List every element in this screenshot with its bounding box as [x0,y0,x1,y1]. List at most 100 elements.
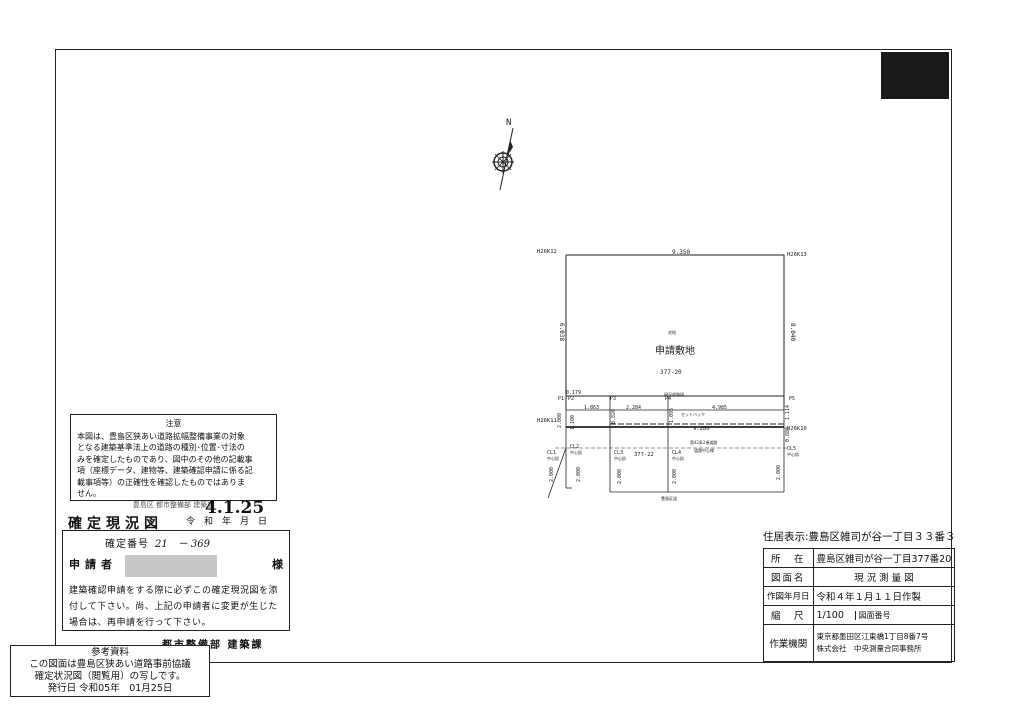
info-row-org: 作業機関 東京都墨田区江東橋1丁目8番7号 株式会社 中央測量合同事務所 [763,624,956,662]
drawing-frame [55,49,952,663]
site-label: 申請敷地 [655,344,695,357]
site-lot: 377-20 [660,369,682,376]
address-value: 豊島区雑司が谷一丁目３３番３ [808,531,956,543]
org-cell: 東京都墨田区江東橋1丁目8番7号 株式会社 中央測量合同事務所 [812,624,956,662]
road-label-mid: 第42条2項道路 [690,439,717,445]
cl-1: CL1 [547,450,556,456]
dim-top-width: 9.350 [672,249,690,256]
dim-seg-2: 2.284 [626,405,641,411]
dim-v-4: 1.114 [785,405,791,420]
dim-v-5: 0.880 [785,427,791,442]
corner-stamp [881,52,949,99]
date-year: 年 [222,517,241,527]
date-value: 令和４年１月１１日作製 [812,586,956,606]
org-name: 株式会社 中央測量合同事務所 [816,644,922,653]
date-day: 日 [258,517,277,527]
reference-issue-date: 発行日 令和05年 01月25日 [47,683,173,694]
reference-line1: この図面は豊島区狭あい道路事前協議 [29,659,191,670]
north-label: N [506,118,511,128]
dim-lower-0: 2.000 [549,467,555,482]
dim-mid-width: 9.280 [693,426,710,432]
address-label: 住居表示: [763,531,809,543]
date-prefix: 令和 [186,517,223,527]
scale-cell: 1/100 図面番号 [812,605,956,625]
scale-value: 1/100 [816,609,844,621]
drawing-no-label: 図面番号 [854,610,891,620]
notice-line: 項（座標データ、建物等、建築確認申請に係る記 [77,466,253,475]
setback-label: セットバック [681,411,705,417]
info-row-scale: 縮 尺 1/100 図面番号 [763,605,956,625]
org-label: 作業機関 [763,624,814,662]
cl-4: CL4 [672,450,681,456]
date-month: 月 [240,517,259,527]
kakutei-instructions: 建築確認申請をする際に必ずこの確定現況図を添付して下さい。尚、上記の申請者に変更… [69,586,279,628]
drawing-name-label: 図面名 [763,567,814,587]
dim-lower-1: 2.000 [576,467,582,482]
reference-line2: 確定状況図（閲覧用）の写しです。 [34,671,186,682]
org-address: 東京都墨田区江東橋1丁目8番7号 [816,632,929,641]
location-label: 所 在 [763,548,814,568]
dim-v-1: 1.100 [570,415,576,430]
notice-title: 注意 [165,419,182,428]
redacted-applicant-name [125,555,217,577]
point-p2: P2 [568,396,574,402]
notice-line: 載事項等）の正確性を確認したものではありま [77,477,245,487]
department-signature: 都市整備部 建築課 [162,640,264,651]
point-p5: P5 [789,396,795,402]
applicant-label: 申請者 [69,558,117,571]
mark-tl: H26K12 [537,249,557,255]
dim-lower-3: 2.000 [672,469,678,484]
applicant-suffix: 様 [272,558,283,571]
cl-1-note: 中心鋲 [547,455,559,461]
cl-3: CL3 [614,450,623,456]
point-p3: P3 [610,396,616,402]
road-label-bot: 豊島区道 [661,495,677,501]
dim-seg-3: 4.985 [712,405,727,411]
location-value: 豊島区雑司が谷一丁目377番20 [812,548,956,568]
point-p1: P1 [558,396,564,402]
notice-line: みを確定したものであり、図中のその他の記載事 [77,454,253,464]
cl-5: CL5 [787,446,796,452]
cl-3-note: 中心鋲 [614,455,626,461]
reference-title: 参考資料 [90,647,129,658]
kakutei-date-handwritten: 4.1.25 [205,498,265,518]
reference-box: 参考資料 この図面は豊島区狭あい道路事前協議 確定状況図（閲覧用）の写しです。 … [10,645,210,697]
number-label: 確定番号 [105,539,149,550]
compass-icon: N [492,118,514,191]
drawing-name-value: 現 況 測 量 図 [812,567,956,587]
kakutei-date-row: 令和年月日 [186,514,276,527]
dim-lower-2: 2.000 [617,469,623,484]
dim-v-3: 1.095 [669,408,675,423]
cl-2: CL2 [570,444,579,450]
dim-seg-0: 0.179 [566,390,581,396]
road-lines [547,396,790,499]
road-label-top: 現況道路境 [664,391,684,397]
dim-v-2: 0.820 [611,409,617,424]
notice-box: 注意 本図は、豊島区狭あい道路拡幅整備事業の対象 となる建築基準法上の道路の種別… [70,414,277,509]
mark-ml: H26K11 [537,418,557,424]
notice-line: せん。 [77,489,101,498]
notice-line: となる建築基準法上の道路の種別･位置･寸法の [77,443,245,452]
date-label: 作図年月日 [763,586,814,606]
notice-signature: 豊島区 都市整備部 建築課 [132,500,215,509]
kakutei-box: 確定番号 21 － 369 申請者 様 建築確認申請をする際に必ずこの確定現況図を… [62,530,290,631]
mark-mr: H26K10 [787,426,807,432]
dim-left-height: 6.038 [558,323,565,341]
kakutei-title: 確定現況図 [68,516,163,532]
residential-address: 住居表示:豊島区雑司が谷一丁目３３番３ [763,529,956,544]
dim-right-height: 8.040 [789,323,796,341]
info-row-drawing-name: 図面名 現 況 測 量 図 [763,567,956,587]
site-small-label: 宅地 [668,329,676,335]
dim-lower-4: 2.000 [776,465,782,480]
number-handwritten: 21 － 369 [155,539,210,550]
cl-4-note: 中心鋲 [672,455,684,461]
cl-2-note: 中心鋲 [570,449,582,455]
mark-tr: H26K13 [787,252,807,258]
center-label: 道路中心線 [694,447,714,453]
scale-label: 縮 尺 [763,605,814,625]
kakutei-number: 確定番号 21 － 369 [105,535,210,550]
title-block: 所 在 豊島区雑司が谷一丁目377番20 図面名 現 況 測 量 図 作図年月日… [763,548,956,662]
info-row-location: 所 在 豊島区雑司が谷一丁目377番20 [763,548,956,568]
dim-v-0: 2.000 [557,413,563,428]
